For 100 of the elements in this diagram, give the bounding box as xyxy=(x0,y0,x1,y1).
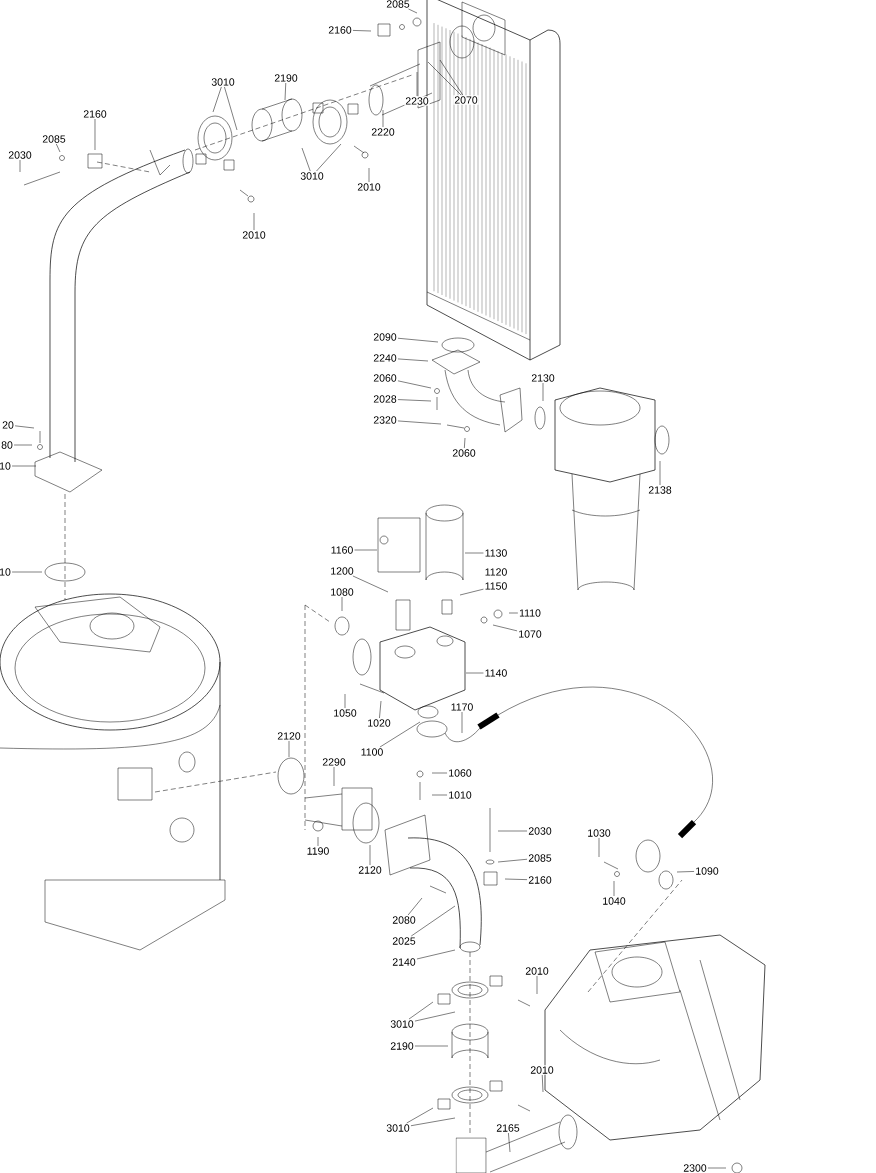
callout-number: 2165 xyxy=(495,1123,521,1133)
leader-line xyxy=(416,949,456,960)
callout-number: 2120 xyxy=(276,731,302,741)
leader-line xyxy=(407,897,423,916)
leader-line xyxy=(56,143,61,153)
leader-line xyxy=(410,1117,456,1126)
callout-number: 1020 xyxy=(366,718,392,728)
callout-number: 2070 xyxy=(453,95,479,105)
callout-number: 3010 xyxy=(389,1019,415,1029)
leader-line xyxy=(11,571,43,573)
leader-line xyxy=(317,836,319,847)
leader-line xyxy=(397,337,439,343)
callout-number: 2030 xyxy=(7,150,33,160)
callout-number: 1070 xyxy=(517,629,543,639)
leader-line xyxy=(431,772,448,774)
leader-line xyxy=(354,549,378,551)
callout-number: 2230 xyxy=(404,96,430,106)
leader-line xyxy=(536,975,538,995)
leader-line xyxy=(284,82,287,101)
callout-number: 1160 xyxy=(329,545,355,555)
leader-line xyxy=(497,859,528,863)
callout-number: 2010 xyxy=(356,182,382,192)
leader-line xyxy=(382,109,384,128)
callout-number: 1040 xyxy=(601,896,627,906)
leader-line xyxy=(301,147,311,172)
callout-number: 1060 xyxy=(447,768,473,778)
callout-number: 2160 xyxy=(327,25,353,35)
leader-line xyxy=(465,672,484,674)
callout-number: 1080 xyxy=(329,587,355,597)
leader-line xyxy=(406,1107,434,1124)
leader-line xyxy=(542,1074,544,1093)
leader-line xyxy=(316,143,342,172)
leader-line xyxy=(416,71,418,97)
leader-line xyxy=(408,1001,434,1020)
callout-number: 2085 xyxy=(41,134,67,144)
callout-number: 1170 xyxy=(449,702,475,712)
leader-line xyxy=(431,794,448,796)
callout-number: 3010 xyxy=(210,77,236,87)
callout-number: 10 xyxy=(0,567,12,577)
callout-number: 2090 xyxy=(372,332,398,342)
callout-number: 2010 xyxy=(524,966,550,976)
leader-line xyxy=(508,612,519,614)
callout-number: 2290 xyxy=(321,757,347,767)
leader-line xyxy=(397,380,432,389)
callout-number: 1030 xyxy=(586,828,612,838)
callout-number: 1200 xyxy=(329,566,355,576)
callout-number: 2160 xyxy=(527,875,553,885)
leader-line xyxy=(224,86,238,131)
leader-line xyxy=(94,118,96,151)
callout-number: 2028 xyxy=(372,394,398,404)
leader-line xyxy=(414,1045,449,1047)
leader-line xyxy=(397,420,442,425)
callout-number: 2240 xyxy=(372,353,398,363)
callout-number: 2060 xyxy=(451,448,477,458)
callout-number: 1120 xyxy=(483,567,509,577)
leader-line xyxy=(459,588,484,596)
callout-number: 2080 xyxy=(391,915,417,925)
leader-line xyxy=(598,837,600,858)
callout-number: 2120 xyxy=(357,865,383,875)
leader-line xyxy=(542,382,544,402)
callout-number: 2085 xyxy=(527,853,553,863)
leader-line xyxy=(464,552,484,554)
leader-line xyxy=(352,575,389,593)
leader-line xyxy=(439,59,464,96)
leader-line xyxy=(504,878,528,880)
callout-number: 2320 xyxy=(372,415,398,425)
callout-number: 1100 xyxy=(359,747,385,757)
leader-line xyxy=(414,1011,456,1022)
callout-number: 2190 xyxy=(389,1041,415,1051)
leader-line xyxy=(14,425,35,429)
leader-line xyxy=(368,167,370,183)
leader-line xyxy=(369,844,371,866)
callout-number: 20 xyxy=(1,420,15,430)
callout-number: 1190 xyxy=(305,846,331,856)
leader-line xyxy=(341,596,343,612)
callout-number: 2060 xyxy=(372,373,398,383)
leader-line xyxy=(253,212,255,231)
callout-number: 2025 xyxy=(391,936,417,946)
callout-number: 2220 xyxy=(370,127,396,137)
callout-number: 2140 xyxy=(391,957,417,967)
callout-number: 2138 xyxy=(647,485,673,495)
callout-number: 80 xyxy=(0,440,14,450)
callout-number: 1090 xyxy=(694,866,720,876)
callout-number: 1150 xyxy=(483,581,509,591)
leader-line xyxy=(659,460,661,486)
callout-number: 1110 xyxy=(518,608,542,618)
leader-line xyxy=(411,905,456,937)
callout-number: 2010 xyxy=(241,230,267,240)
callout-number: 1140 xyxy=(483,668,509,678)
leader-line xyxy=(19,159,21,173)
callout-number: 3010 xyxy=(299,171,325,181)
leader-line xyxy=(408,8,418,14)
leader-line xyxy=(379,700,382,719)
callout-number: 1050 xyxy=(332,708,358,718)
leader-line xyxy=(464,437,466,449)
callout-number: 3010 xyxy=(385,1123,411,1133)
leader-line xyxy=(676,871,695,873)
leader-line xyxy=(613,880,615,897)
leader-line xyxy=(11,465,37,467)
callout-number: 2010 xyxy=(529,1065,555,1075)
